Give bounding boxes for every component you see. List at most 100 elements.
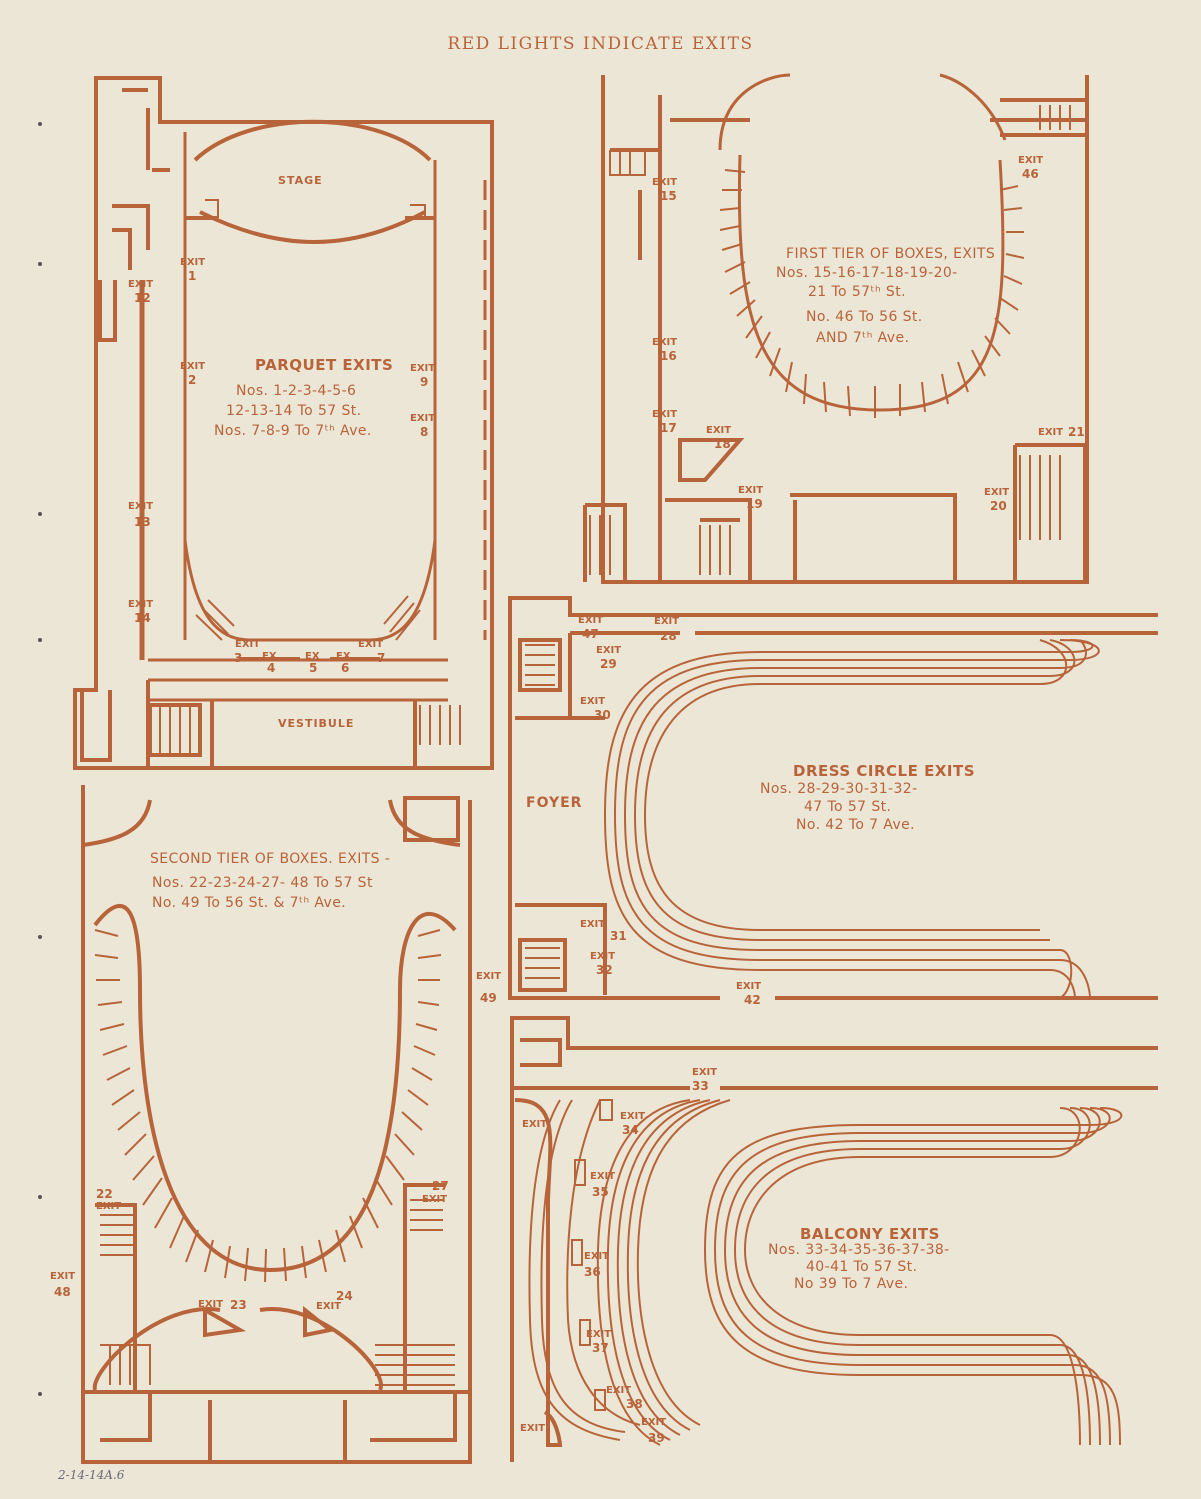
balcony-line-1: Nos. 33-34-35-36-37-38- [768,1242,950,1258]
exit-number: 14 [134,611,151,625]
exit-number: 48 [54,1285,71,1299]
exit-label: EXIT [692,1067,718,1078]
exit-number: 27 [432,1179,449,1193]
foyer-label: FOYER [526,795,583,811]
exit-number: 42 [744,993,761,1007]
exit-number: 20 [990,499,1007,513]
margin-mark [38,512,42,516]
vestibule-label: VESTIBULE [278,717,355,730]
exit-number: 12 [134,291,151,305]
exit-label: EXIT [590,1171,616,1182]
parquet-line-2: 12-13-14 To 57 St. [226,403,362,419]
first-tier-line-3: No. 46 To 56 St. [806,309,923,325]
exit-number: 9 [420,375,429,389]
parquet-title: PARQUET EXITS [255,356,394,374]
exit-number: 47 [582,627,599,641]
exit-label: EXIT [606,1385,632,1396]
exit-label: EXIT [580,696,606,707]
exit-number: 6 [341,661,350,675]
exit-label: EXIT [128,279,154,290]
margin-mark [38,122,42,126]
exit-number: 16 [660,349,677,363]
exit-number: 33 [692,1079,709,1093]
exit-label: EXIT [738,485,764,496]
exit-label: EXIT [596,645,622,656]
parquet-line-3: Nos. 7-8-9 To 7ᵗʰ Ave. [214,423,372,439]
margin-mark [38,262,42,266]
exit-label: EXIT [198,1299,224,1310]
exit-label: EXIT [476,971,502,982]
exit-label: EXIT [235,639,261,650]
exit-number: 19 [746,497,763,511]
exit-number: 15 [660,189,677,203]
first-tier-line-2: 21 To 57ᵗʰ St. [808,284,906,300]
exit-label: EXIT [522,1119,548,1130]
exit-label: EXIT [410,413,436,424]
exit-label: EXIT [358,639,384,650]
balcony-line-3: No 39 To 7 Ave. [794,1276,909,1292]
margin-mark [38,935,42,939]
exit-number: 38 [626,1397,643,1411]
exit-label: EXIT [652,337,678,348]
dress-circle-line-3: No. 42 To 7 Ave. [796,817,916,833]
first-tier-line-1: Nos. 15-16-17-18-19-20- [776,265,958,281]
exit-number: 39 [648,1431,665,1445]
exit-label: EXIT [1018,155,1044,166]
exit-label: EXIT [654,616,680,627]
exit-number: 35 [592,1185,609,1199]
exit-number: 13 [134,515,151,529]
second-tier-plan [81,785,472,1464]
exit-label: EXIT [584,1251,610,1262]
exit-number: 8 [420,425,429,439]
exit-number: 28 [660,629,677,643]
exit-number: 37 [592,1341,609,1355]
exit-number: 22 [96,1187,113,1201]
exit-number: 21 [1068,425,1085,439]
handwritten-note: 2-14-14A.6 [58,1468,125,1482]
balcony-line-2: 40-41 To 57 St. [806,1259,918,1275]
exit-label: EXIT [590,951,616,962]
exit-label: EXIT [180,257,206,268]
exit-label: EXIT [128,501,154,512]
exit-label: EXIT [180,361,206,372]
exit-number: 23 [230,1298,247,1312]
exit-label: EXIT [520,1423,546,1434]
exit-label: EXIT [641,1417,667,1428]
exit-label: EXIT [1038,427,1064,438]
exit-label: EXIT [652,177,678,188]
ex-label: EX [336,651,351,662]
exit-number: 36 [584,1265,601,1279]
exit-label: EXIT [652,409,678,420]
stage-label: STAGE [278,174,323,187]
exit-number: 30 [594,708,611,722]
second-tier-line-1: Nos. 22-23-24-27- 48 To 57 St [152,875,373,891]
parquet-line-1: Nos. 1-2-3-4-5-6 [236,383,357,399]
exit-label: EXIT [578,615,604,626]
exit-number: 2 [188,373,197,387]
dress-circle-line-2: 47 To 57 St. [804,799,892,815]
balcony-title: BALCONY EXITS [800,1225,940,1243]
balcony-plan [510,1016,1158,1462]
exit-label: EXIT [50,1271,76,1282]
exit-number: 1 [188,269,197,283]
page-header: RED LIGHTS INDICATE EXITS [447,34,754,54]
exit-label: EXIT [620,1111,646,1122]
second-tier-title: SECOND TIER OF BOXES. EXITS - [150,851,391,867]
exit-label: EXIT [580,919,606,930]
dress-circle-plan [508,596,1158,1000]
margin-mark [38,1392,42,1396]
exit-label: EXIT [316,1301,342,1312]
exit-label: EXIT [96,1201,122,1212]
exit-number: 18 [714,437,731,451]
exit-label: EXIT [422,1194,448,1205]
exit-number: 7 [377,651,386,665]
dress-circle-line-1: Nos. 28-29-30-31-32- [760,781,918,797]
exit-label: EXIT [586,1329,612,1340]
margin-mark [38,1195,42,1199]
exit-label: EXIT [128,599,154,610]
first-tier-title: FIRST TIER OF BOXES, EXITS [786,246,996,262]
exit-label: EXIT [410,363,436,374]
second-tier-line-2: No. 49 To 56 St. & 7ᵗʰ Ave. [152,895,347,911]
